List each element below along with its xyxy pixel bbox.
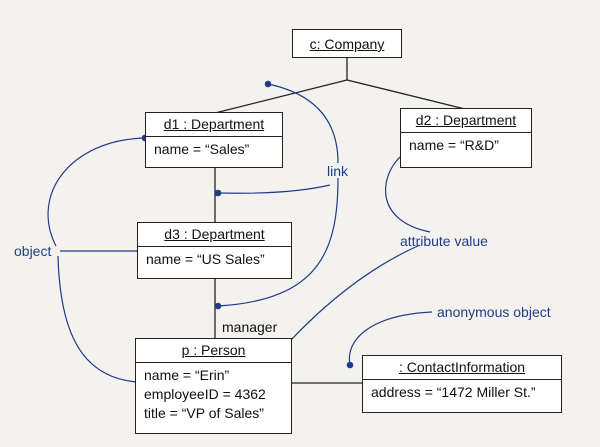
manager-role-label: manager xyxy=(222,319,278,335)
link-company-d1 xyxy=(214,79,348,114)
dot-link-top xyxy=(264,80,272,88)
object-title: c: Company xyxy=(309,36,385,52)
dot-contact xyxy=(346,361,354,369)
object-title: p : Person xyxy=(136,339,291,363)
link-company-d2 xyxy=(346,79,466,110)
object-attribute: name = “Erin” xyxy=(144,367,230,383)
link-pointer-d1d3 xyxy=(217,184,331,194)
object-title: d1 : Department xyxy=(146,113,282,137)
object-attribute: employeeID = 4362 xyxy=(144,386,266,402)
object-title: d3 : Department xyxy=(138,223,291,247)
object-pointer-person xyxy=(57,255,139,383)
anonymous-object-annotation: anonymous object xyxy=(437,304,551,320)
object-attribute: name = “Sales” xyxy=(154,141,250,157)
attribute-value-annotation: attribute value xyxy=(400,233,488,249)
object-title: : ContactInformation xyxy=(363,356,561,380)
dot-link-d1d3 xyxy=(214,189,222,197)
object-pointer-d1 xyxy=(47,137,146,247)
d2-object: d2 : Department name = “R&D” xyxy=(400,108,532,168)
object-attribute: title = “VP of Sales” xyxy=(144,405,264,421)
attribute-pointer-d2 xyxy=(385,151,431,233)
object-annotation: object xyxy=(14,243,52,259)
link-pointer-d3person xyxy=(217,177,339,307)
object-attribute: address = “1472 Miller St.” xyxy=(371,384,536,400)
d3-object: d3 : Department name = “US Sales” xyxy=(137,222,292,279)
company-object: c: Company xyxy=(292,29,402,58)
link-pointer-top xyxy=(267,83,339,164)
anonymous-pointer xyxy=(348,311,433,366)
person-object: p : Person name = “Erin” employeeID = 43… xyxy=(135,338,292,434)
d1-object: d1 : Department name = “Sales” xyxy=(145,112,283,168)
object-attribute: name = “US Sales” xyxy=(146,251,265,267)
contact-object: : ContactInformation address = “1472 Mil… xyxy=(362,355,562,413)
object-attribute: name = “R&D” xyxy=(409,137,499,153)
dot-link-d3person xyxy=(214,302,222,310)
object-title: d2 : Department xyxy=(401,109,531,133)
link-annotation: link xyxy=(327,163,349,179)
